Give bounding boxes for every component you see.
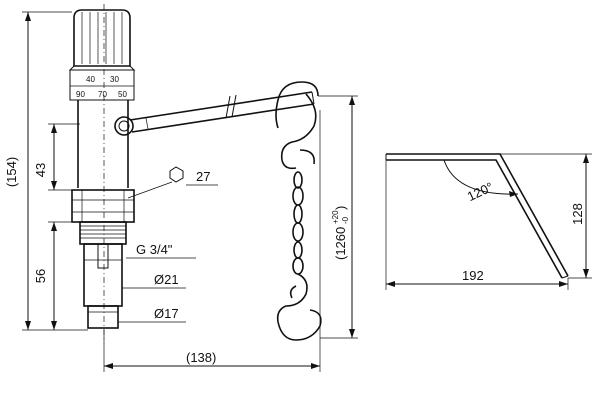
lever-angle-label: 120° (465, 179, 496, 204)
callout-dia-lower: Ø17 (118, 306, 186, 323)
chain-tol-minus: -0 (341, 216, 350, 224)
valve-body (68, 4, 136, 342)
scale-90: 90 (76, 90, 85, 99)
scale-50: 50 (118, 90, 127, 99)
dim-lever-width: 192 (385, 160, 569, 290)
lower-height-label: 56 (33, 269, 48, 283)
scale-30: 30 (110, 75, 119, 84)
dim-lower-height: 56 (33, 221, 72, 330)
dia-lower-label: Ø17 (154, 306, 179, 321)
callout-dia-upper: Ø21 (122, 272, 186, 289)
dim-handle-reach: (138) (103, 110, 321, 372)
hex-size-label: 27 (196, 169, 210, 184)
knob-scale: 40 30 90 70 50 (76, 75, 127, 99)
lever-width-label: 192 (462, 268, 484, 283)
chain-length-close: ) (333, 206, 348, 210)
chain-length-label: (1260 (333, 227, 348, 260)
thread-label: G 3/4" (136, 242, 173, 257)
chain (276, 93, 322, 341)
dim-upper-height: 43 (33, 123, 80, 191)
callout-thread: G 3/4" (126, 242, 196, 259)
callout-hex: 27 (127, 166, 218, 199)
handle-rod (129, 81, 319, 133)
dim-overall-height: (154) (4, 11, 88, 331)
scale-40: 40 (86, 75, 95, 84)
lever-height-label: 128 (570, 203, 585, 225)
chain-tol-plus: +20 (331, 210, 340, 224)
dim-chain-length: (1260 +20 -0 ) (318, 95, 358, 339)
overall-height-label: (154) (4, 157, 19, 187)
handle-reach-label: (138) (186, 350, 216, 365)
dim-lever-height: 128 (500, 153, 592, 279)
scale-70: 70 (98, 90, 107, 99)
dia-upper-label: Ø21 (154, 272, 179, 287)
lever-side-view: 120° (385, 153, 569, 279)
upper-height-label: 43 (33, 163, 48, 177)
